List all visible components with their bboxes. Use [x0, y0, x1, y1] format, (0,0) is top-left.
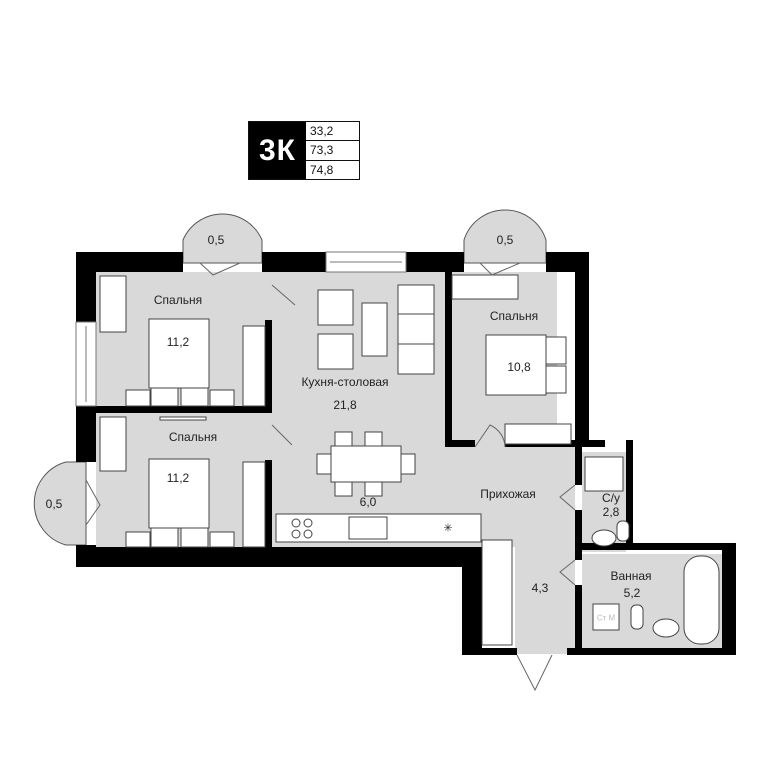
room-area-hallway: 4,3 — [531, 581, 549, 595]
armchair-2 — [317, 333, 354, 370]
washing-machine — [592, 603, 620, 631]
room-area-bedroom-1: 11,2 — [166, 335, 190, 349]
desk-bedroom-1 — [99, 275, 127, 333]
windows — [75, 251, 407, 407]
room-area-bathroom: 5,2 — [623, 586, 641, 600]
sofa — [397, 284, 435, 375]
room-area-bedroom-2: 11,2 — [166, 471, 190, 485]
room-area-wc: 2,8 — [602, 505, 620, 519]
doors — [85, 262, 576, 692]
sink-icon — [348, 516, 388, 540]
desk-bedroom-2 — [99, 416, 127, 472]
balconies — [33, 209, 547, 546]
room-name-bathroom: Ванная — [610, 569, 652, 583]
bathtub — [683, 555, 720, 645]
coffee-table — [361, 302, 388, 357]
living-area: 33,2 — [306, 122, 359, 142]
room-name-bedroom-2: Спальня — [168, 430, 218, 444]
tv-bedroom-2 — [159, 416, 207, 421]
wardrobe-bedroom-2 — [242, 461, 266, 548]
bed-bedroom-1 — [148, 318, 210, 389]
apartment-badge: 3К 33,2 73,3 74,8 — [248, 121, 360, 180]
armchair-1 — [317, 289, 354, 326]
balcony-left-shape — [33, 461, 87, 546]
shower-tray — [584, 456, 624, 492]
stove-icon — [291, 518, 301, 528]
room-name-hallway: Прихожая — [480, 487, 536, 501]
desk-bedroom-3 — [451, 274, 519, 300]
bed-bedroom-3 — [485, 334, 547, 396]
wardrobe-bedroom-1 — [242, 325, 266, 407]
entry-wardrobe — [481, 539, 513, 646]
wardrobe-bedroom-3 — [504, 423, 572, 445]
room-name-kitchen: Кухня-столовая — [301, 375, 389, 389]
balcony-top-right-shape — [463, 209, 547, 264]
furniture — [99, 274, 720, 646]
room-name-wc: С/у — [602, 491, 620, 505]
balcony-area-top-right: 0,5 — [496, 233, 514, 247]
dining-table — [330, 445, 402, 483]
room-name-bedroom-1: Спальня — [153, 293, 203, 307]
washer-label: Ст М — [596, 613, 616, 623]
bathroom-toilet — [630, 604, 644, 630]
walls — [76, 252, 736, 655]
total-area: 73,3 — [306, 141, 359, 161]
floor-hallway-lower — [515, 540, 575, 654]
fridge-icon: ✳ — [443, 522, 453, 535]
balcony-area-left: 0,5 — [45, 497, 63, 511]
area-list: 33,2 73,3 74,8 — [306, 122, 359, 179]
bed-bedroom-2 — [148, 458, 210, 529]
room-name-bedroom-3: Спальня — [489, 309, 539, 323]
balcony-top-left-shape — [182, 213, 263, 264]
room-count: 3К — [249, 122, 306, 179]
bathroom-sink — [652, 618, 680, 638]
wc-sink — [591, 529, 617, 547]
room-area-kitchen: 21,8 — [333, 398, 357, 412]
room-area-bedroom-3: 10,8 — [507, 360, 531, 374]
balcony-area-top-left: 0,5 — [207, 233, 225, 247]
total-area-with-balconies: 74,8 — [310, 162, 334, 177]
wc-toilet — [616, 520, 630, 542]
room-area-dining: 6,0 — [359, 495, 377, 509]
